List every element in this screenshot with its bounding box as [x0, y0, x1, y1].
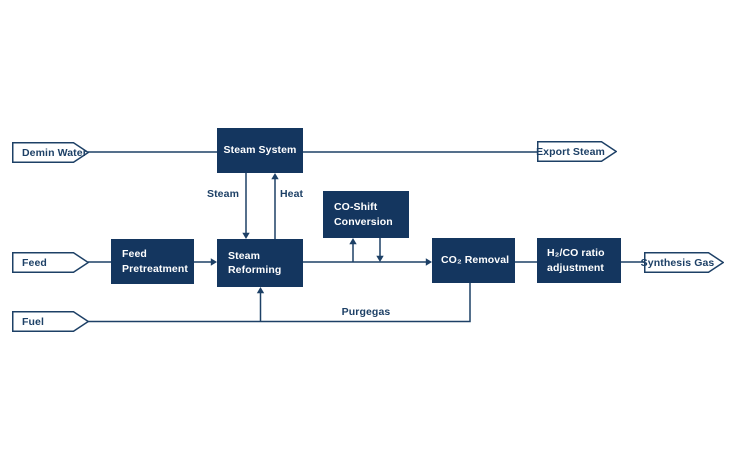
io-arrow-feed: Feed [12, 252, 89, 273]
process-box-steam-reforming: Steam Reforming [217, 239, 303, 287]
box-label-line1: Steam [228, 249, 261, 262]
conn-fuel-purgegas-line [88, 283, 471, 323]
io-arrow-fuel: Fuel [12, 311, 89, 332]
conn-branch-up-to-co-shift [349, 238, 357, 262]
conn-purgegas-up-to-reforming [256, 287, 265, 322]
box-label-line1: CO-Shift [334, 201, 378, 214]
pentagon-arrow-shape [644, 252, 724, 273]
box-label: CO₂ Removal [441, 254, 510, 267]
io-label: Demin Water [22, 146, 87, 159]
box-label-line2: Reforming [228, 264, 282, 276]
io-arrow-export-steam: Export Steam [536, 141, 617, 162]
process-box-co-shift-conversion: CO-Shift Conversion [323, 191, 409, 238]
pentagon-arrow-shape [537, 141, 617, 162]
pentagon-arrow-shape [12, 142, 89, 163]
pentagon-arrow-shape [12, 252, 89, 273]
io-label: Fuel [22, 315, 44, 328]
box-label-line2: Pretreatment [122, 262, 188, 275]
stream-label-purgegas: Purgegas [341, 306, 391, 318]
process-box-h2-co-ratio-adjustment: H₂/CO ratio adjustment [537, 238, 621, 283]
conn-branch-down-from-co-shift [376, 238, 384, 262]
process-box-co2-removal: CO₂ Removal [432, 238, 515, 283]
io-label: Export Steam [536, 145, 605, 158]
conn-heat-up [271, 173, 279, 239]
conn-pretreatment-to-reforming [194, 258, 217, 266]
process-box-feed-pretreatment: Feed Pretreatment [111, 239, 194, 284]
stream-label-heat: Heat [280, 188, 304, 200]
stream-label-steam: Steam [206, 188, 239, 200]
box-label-line2: Conversion [334, 215, 393, 228]
box-label-line2: adjustment [547, 261, 605, 274]
io-arrow-demin-water: Demin Water [12, 142, 89, 163]
conn-steam-down [242, 173, 250, 239]
process-box-steam-system: Steam System [217, 128, 303, 173]
io-label: Feed [22, 256, 47, 269]
io-label: Synthesis Gas [640, 256, 715, 269]
conn-reforming-to-co2-removal [303, 258, 432, 266]
box-label-line1: H₂/CO ratio [547, 247, 605, 260]
io-arrow-synthesis-gas: Synthesis Gas [640, 252, 724, 273]
box-label: Steam System [223, 144, 297, 157]
pentagon-arrow-shape [12, 311, 89, 332]
box-label-line1: Feed [122, 248, 147, 261]
